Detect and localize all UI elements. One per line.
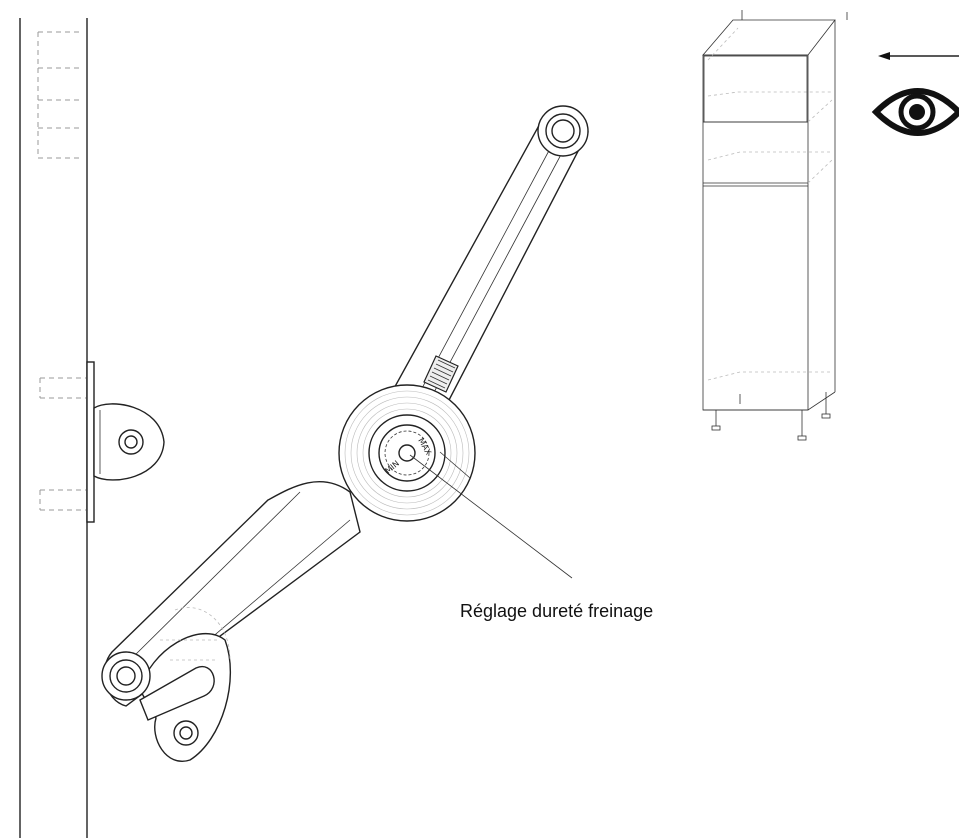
- spring-thread: [423, 355, 459, 393]
- callout-label: Réglage dureté freinage: [460, 601, 653, 621]
- adjustment-dial: MIN MAX: [378, 424, 436, 482]
- tall-cabinet: [702, 10, 848, 441]
- upper-arm: [390, 105, 589, 403]
- bottom-bracket: [101, 607, 232, 763]
- side-panel: [19, 18, 88, 838]
- central-hub: MIN MAX: [338, 384, 476, 522]
- panel-mounting-bracket: [86, 361, 165, 523]
- eye-icon: [871, 88, 959, 136]
- callout: Réglage dureté freinage: [409, 451, 653, 621]
- arrow-left-icon: [878, 52, 959, 60]
